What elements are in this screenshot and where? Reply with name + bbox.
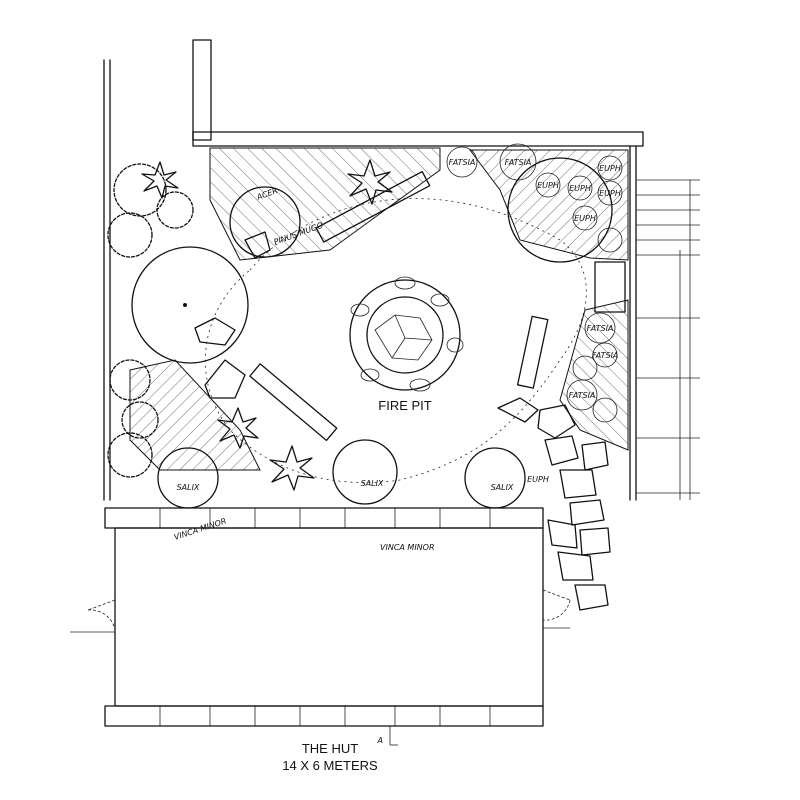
hut-structure xyxy=(70,507,571,746)
stepping-stones xyxy=(537,404,611,611)
trees xyxy=(229,157,613,263)
plant-label-fatsia: FATSIA xyxy=(449,158,476,167)
plant-label-euph: EUPH xyxy=(574,214,596,223)
east-bed-shrubs xyxy=(446,143,623,423)
plant-label-vinca: VINCA MINOR xyxy=(380,543,435,552)
gravel-courtyard xyxy=(204,198,587,483)
fire-pit-label: FIRE PIT xyxy=(378,398,432,413)
boundary-walls xyxy=(103,39,644,501)
plant-label-salix: SALIX xyxy=(361,479,384,488)
plant-label-euph: EUPH xyxy=(599,189,621,198)
plant-label-fatsia: FATSIA xyxy=(592,351,619,360)
plant-label-euph: EUPH xyxy=(599,164,621,173)
plant-label-euph: EUPH xyxy=(527,475,549,484)
east-fence xyxy=(636,179,700,500)
section-marker-label: A xyxy=(377,736,383,745)
plant-label-vinca: VINCA MINOR xyxy=(173,516,228,541)
plant-label-fatsia: FATSIA xyxy=(505,158,532,167)
shrub-group-west xyxy=(107,163,249,478)
plant-label-salix: SALIX xyxy=(177,483,200,492)
plant-label-fatsia: FATSIA xyxy=(587,324,614,333)
benches xyxy=(249,170,626,442)
spiky-plant xyxy=(269,445,315,491)
spiky-plant xyxy=(347,159,393,205)
spiky-plant xyxy=(141,161,179,199)
plant-label-fatsia: FATSIA xyxy=(569,391,596,400)
boulders xyxy=(194,231,539,423)
spiky-plant xyxy=(217,407,259,449)
planting-beds xyxy=(129,147,629,471)
plant-label-euph: EUPH xyxy=(537,181,559,190)
hut-title: THE HUT xyxy=(302,741,358,756)
fire-pit xyxy=(349,276,464,392)
hut-size: 14 X 6 METERS xyxy=(282,758,378,773)
plant-label-salix: SALIX xyxy=(491,483,514,492)
plant-label-euph: EUPH xyxy=(569,184,591,193)
spiky-plants xyxy=(141,159,393,491)
